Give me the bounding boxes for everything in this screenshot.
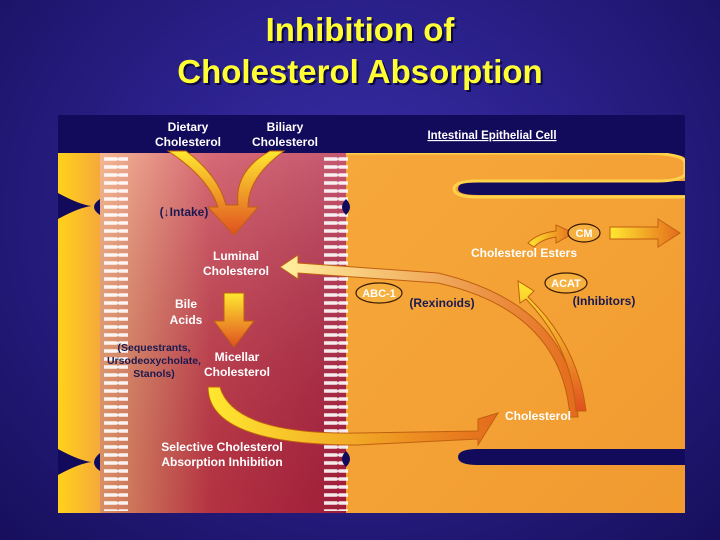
micellar-label-1: Micellar — [215, 350, 260, 364]
intake-label: (↓Intake) — [160, 205, 209, 219]
abc1-oval — [355, 282, 403, 304]
rexinoids-label: (Rexinoids) — [409, 296, 474, 310]
dietary-label-2: Cholesterol — [155, 135, 221, 149]
intake-arrow — [166, 150, 286, 236]
cell-junctions — [342, 199, 350, 467]
right-brush-border — [324, 155, 348, 511]
absorption-arrow — [207, 386, 500, 447]
abc1-label: ABC-1 — [362, 288, 396, 300]
esters-label: Cholesterol Esters — [471, 246, 577, 260]
acat-oval — [544, 272, 588, 294]
bile-label-2: Acids — [170, 313, 203, 327]
left-brush-border — [104, 155, 128, 511]
cholesterol-label: Cholesterol — [505, 409, 571, 423]
sequestrants-label-3: Stanols) — [133, 368, 174, 380]
cell-label: Intestinal Epithelial Cell — [427, 130, 556, 142]
absorption-diagram: Dietary Cholesterol Biliary Cholesterol … — [58, 115, 685, 513]
luminal-label-1: Luminal — [213, 249, 259, 263]
acat-label: ACAT — [551, 278, 581, 290]
epithelial-cell — [346, 151, 685, 513]
cm-oval — [567, 223, 601, 243]
bile-label-1: Bile — [175, 297, 197, 311]
title-line-1: Inhibition of — [265, 11, 455, 48]
selective-label-2: Absorption Inhibition — [161, 455, 282, 469]
title-line-2: Cholesterol Absorption — [177, 53, 543, 90]
biliary-label-2: Cholesterol — [252, 135, 318, 149]
inhibitors-label: (Inhibitors) — [573, 294, 636, 308]
sequestrants-label-2: Ursodeoxycholate, — [107, 355, 201, 367]
efflux-arrow — [279, 254, 579, 418]
esters-to-cm-arrow — [527, 224, 576, 248]
luminal-to-micellar-arrow — [212, 292, 256, 348]
biliary-label-1: Biliary — [267, 120, 304, 134]
esterification-arrow — [517, 280, 587, 412]
luminal-label-2: Cholesterol — [203, 264, 269, 278]
sequestrants-label-1: (Sequestrants, — [118, 342, 191, 354]
left-cell — [58, 153, 100, 513]
selective-label-1: Selective Cholesterol — [161, 440, 282, 454]
cm-label: CM — [575, 228, 592, 240]
dietary-label-1: Dietary — [168, 120, 209, 134]
micellar-label-2: Cholesterol — [204, 365, 270, 379]
cm-export-arrow — [609, 218, 681, 248]
